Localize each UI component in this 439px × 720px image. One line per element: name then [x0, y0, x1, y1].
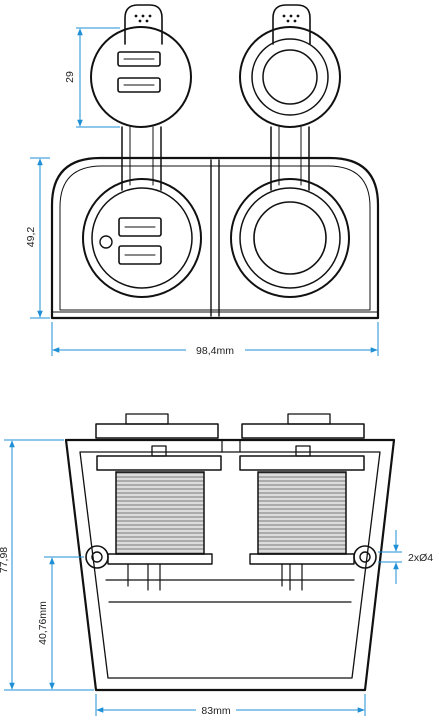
usb-port	[118, 245, 162, 265]
dimension-label: 40,76mm	[37, 601, 49, 645]
dimension-label: 49,2	[25, 227, 37, 248]
dimension-label: 29	[64, 71, 76, 83]
dimension-hole-diameter: 2xØ4	[378, 530, 433, 584]
dimension-label: 77,98	[0, 547, 10, 573]
dimension-hole-height: 40,76mm	[37, 556, 84, 690]
cap-grip-dot	[289, 14, 293, 18]
lighter-socket	[230, 178, 350, 298]
cap-grip-dot	[293, 19, 297, 23]
usb-port	[118, 217, 162, 237]
lighter-cap	[239, 4, 341, 191]
cap-grip-dot	[141, 14, 145, 18]
housing-body	[64, 438, 396, 692]
cap-grip-dot	[286, 19, 290, 23]
cap-grip-dot	[134, 14, 138, 18]
dimension-total-height: 77,98	[0, 439, 94, 691]
mounting-hole	[85, 545, 109, 569]
right-threaded-socket	[239, 445, 365, 591]
dimension-label: 98,4mm	[196, 345, 234, 357]
dimension-cap-height: 29	[64, 27, 120, 128]
cap-grip-dot	[296, 14, 300, 18]
top-view: 29 49,2 98,4mm	[25, 4, 380, 357]
usb-cap	[90, 4, 192, 191]
left-threaded-socket	[96, 445, 222, 591]
cap-grip-dot	[138, 19, 142, 23]
bottom-view: 77,98 40,76mm 83mm 2xØ4	[0, 413, 433, 717]
dimension-label: 83mm	[201, 705, 230, 717]
dimension-base-height: 49,2	[25, 157, 50, 319]
cap-grip-dot	[145, 19, 149, 23]
usb-socket	[82, 178, 202, 298]
led-indicator	[99, 235, 113, 249]
hole-bore	[359, 551, 371, 563]
dimension-label: 2xØ4	[408, 552, 433, 564]
cap-grip-dot	[282, 14, 286, 18]
dimension-bottom-width: 83mm	[95, 694, 366, 717]
mounting-holes	[85, 545, 377, 569]
thread	[115, 471, 205, 555]
dimension-top-width: 98,4mm	[51, 322, 379, 357]
socket-housing	[50, 156, 380, 320]
cap-grip-dot	[148, 14, 152, 18]
thread	[257, 471, 347, 555]
top-caps	[95, 413, 365, 439]
mounting-hole	[353, 545, 377, 569]
hole-bore	[91, 551, 103, 563]
